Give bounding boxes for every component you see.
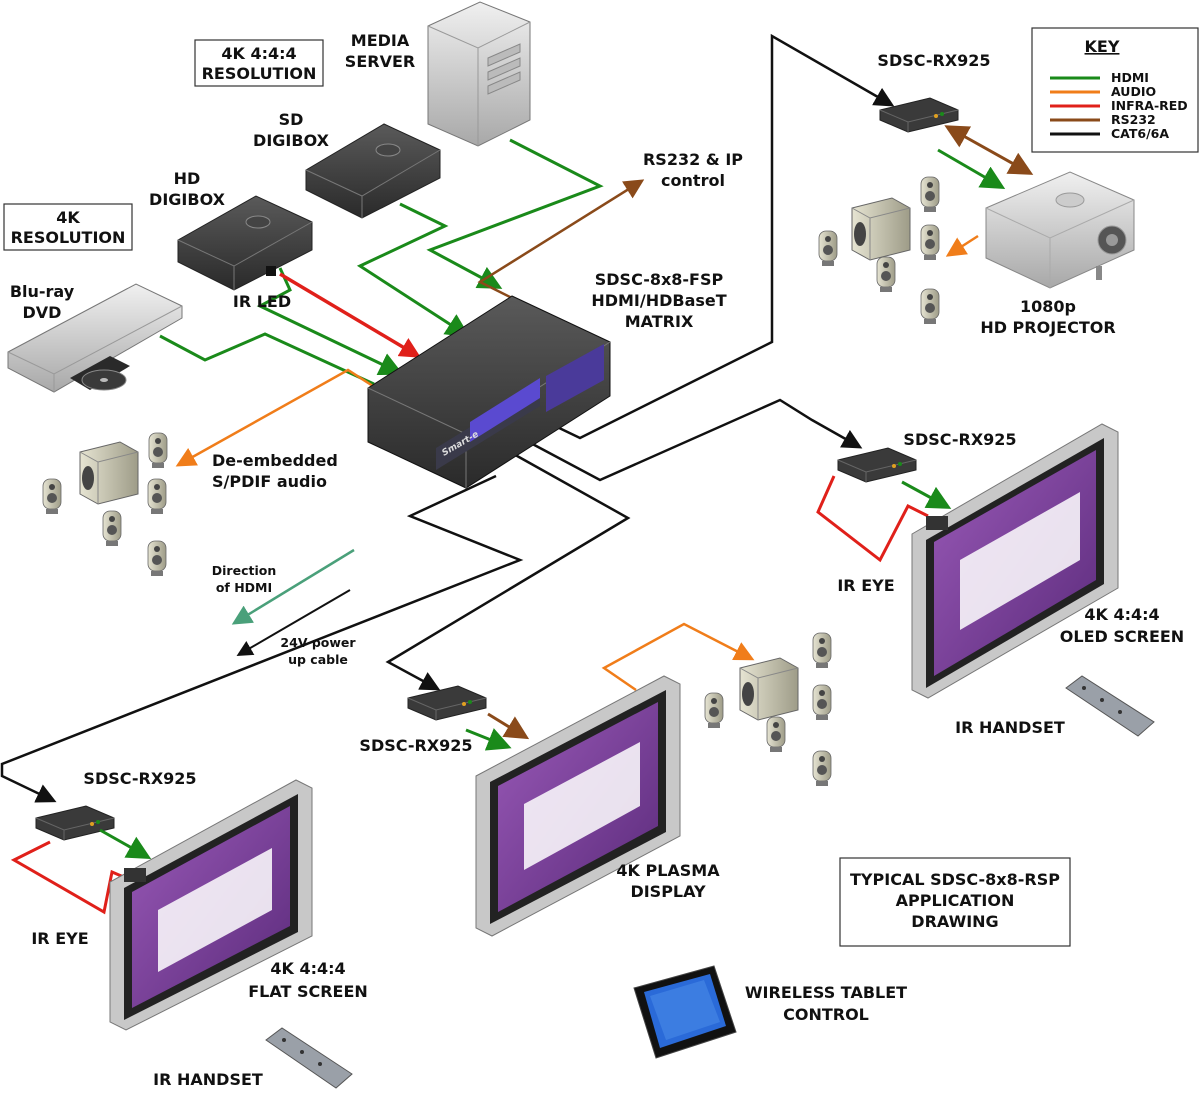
ir-cable-hd-digibox	[279, 272, 422, 358]
projector-icon	[985, 171, 1135, 289]
key-title: KEY	[1085, 37, 1120, 56]
rx-plasma-icon	[407, 685, 487, 721]
ir-handset-oled-icon	[1065, 675, 1155, 737]
power-label: 24V power	[280, 635, 356, 650]
hdmi-to-projector	[937, 148, 1006, 190]
projector-label-2: HD PROJECTOR	[980, 318, 1115, 337]
hdmi-cable-mediaserver	[426, 138, 604, 289]
projector-speakers-icon	[818, 176, 940, 325]
oled-label: 4K 4:4:4	[1084, 605, 1159, 624]
ir-eye-flat-label: IR EYE	[31, 929, 88, 948]
audio-plasma	[601, 622, 755, 692]
rx-oled-icon	[837, 447, 917, 483]
svg-text:RESOLUTION: RESOLUTION	[202, 64, 317, 83]
plasma-label: 4K PLASMA	[616, 861, 720, 880]
matrix-switcher-icon: Smart-e	[367, 295, 611, 489]
direction-label: Direction	[212, 563, 276, 578]
drawing-caption-box: TYPICAL SDSC-8x8-RSP APPLICATION DRAWING	[839, 857, 1071, 947]
deembedded-audio-label-2: S/PDIF audio	[212, 472, 327, 491]
audio-cable-deembedded	[175, 368, 377, 467]
matrix-label: SDSC-8x8-FSP	[595, 270, 724, 289]
flat-label: 4K 4:4:4	[270, 959, 345, 978]
hdmi-cable-bluray	[159, 332, 375, 386]
bluray-label-2: DVD	[23, 303, 62, 322]
rx-flat-icon	[35, 805, 115, 841]
cat6-cable-projector	[554, 33, 895, 440]
svg-text:TYPICAL SDSC-8x8-RSP: TYPICAL SDSC-8x8-RSP	[850, 870, 1060, 889]
oled-label-2: OLED SCREEN	[1060, 627, 1184, 646]
sd-digibox-label: SD	[279, 110, 304, 129]
flat-screen-icon	[109, 779, 313, 1031]
rs232-to-projector	[944, 125, 1034, 175]
tablet-label-2: CONTROL	[783, 1005, 869, 1024]
hdmi-cable-hd	[256, 267, 404, 376]
ir-handset-flat-label: IR HANDSET	[153, 1070, 263, 1089]
media-server-label-2: SERVER	[345, 52, 415, 71]
tablet-icon	[633, 965, 737, 1059]
media-server-icon	[427, 1, 531, 147]
audio-projector	[945, 234, 979, 257]
media-server-label: MEDIA	[351, 31, 410, 50]
resolution-444-box: 4K 4:4:4 RESOLUTION	[194, 39, 324, 87]
key-label-0: HDMI	[1111, 70, 1149, 85]
deembedded-speakers-icon	[42, 432, 168, 577]
hd-digibox-label: HD	[174, 169, 201, 188]
key-label-4: CAT6/6A	[1111, 126, 1169, 141]
flat-label-2: FLAT SCREEN	[248, 982, 368, 1001]
svg-text:APPLICATION: APPLICATION	[896, 891, 1015, 910]
svg-text:4K 4:4:4: 4K 4:4:4	[221, 44, 296, 63]
rs232-to-plasma	[487, 712, 530, 740]
svg-text:DRAWING: DRAWING	[911, 912, 998, 931]
key-label-3: RS232	[1111, 112, 1156, 127]
rx-projector-icon	[879, 97, 959, 133]
rx-flat-label: SDSC-RX925	[83, 769, 196, 788]
sd-digibox-icon	[305, 123, 441, 219]
ir-handset-flat-icon	[265, 1027, 353, 1089]
ir-flat	[10, 840, 127, 915]
matrix-label-2: HDMI/HDBaseT	[591, 291, 726, 310]
rs232-ip-control-label-2: control	[661, 171, 725, 190]
hdmi-to-flat	[99, 828, 152, 859]
plasma-speakers-icon	[704, 632, 832, 787]
tablet-label: WIRELESS TABLET	[745, 983, 907, 1002]
matrix-label-3: MATRIX	[625, 312, 694, 331]
hd-digibox-label-2: DIGIBOX	[149, 190, 226, 209]
key-label-2: INFRA-RED	[1111, 98, 1188, 113]
resolution-4k-box: 4K RESOLUTION	[3, 203, 133, 251]
key-label-1: AUDIO	[1111, 84, 1156, 99]
ir-oled	[816, 475, 929, 563]
sd-digibox-label-2: DIGIBOX	[253, 131, 330, 150]
plasma-display-icon	[475, 675, 681, 937]
power-label-2: up cable	[288, 652, 348, 667]
oled-screen-icon	[911, 423, 1119, 699]
power-cable-arrow	[236, 589, 351, 657]
hd-digibox-icon	[177, 195, 313, 291]
rs232-ip-control-label: RS232 & IP	[643, 150, 743, 169]
ir-eye-oled-label: IR EYE	[837, 576, 894, 595]
rx-oled-label: SDSC-RX925	[903, 430, 1016, 449]
cat6-cable-flat	[0, 474, 524, 803]
hdmi-cable-sd	[356, 202, 471, 338]
cat6-cable-oled	[524, 398, 863, 482]
hdmi-to-oled	[901, 480, 952, 509]
deembedded-audio-label: De-embedded	[212, 451, 338, 470]
direction-of-hdmi-arrow	[231, 548, 355, 625]
hdmi-to-plasma	[465, 728, 512, 751]
svg-text:RESOLUTION: RESOLUTION	[11, 228, 126, 247]
ir-led-label: IR LED	[233, 292, 291, 311]
projector-label: 1080p	[1020, 297, 1076, 316]
svg-text:4K: 4K	[56, 208, 80, 227]
plasma-label-2: DISPLAY	[630, 882, 706, 901]
bluray-label: Blu-ray	[10, 282, 75, 301]
rs232-cable-control	[477, 179, 645, 304]
rx-projector-label: SDSC-RX925	[877, 51, 990, 70]
bluray-player-icon	[7, 283, 183, 393]
cat6-cable-plasma	[385, 450, 631, 691]
direction-label-2: of HDMI	[216, 580, 272, 595]
rx-plasma-label: SDSC-RX925	[359, 736, 472, 755]
ir-handset-oled-label: IR HANDSET	[955, 718, 1065, 737]
